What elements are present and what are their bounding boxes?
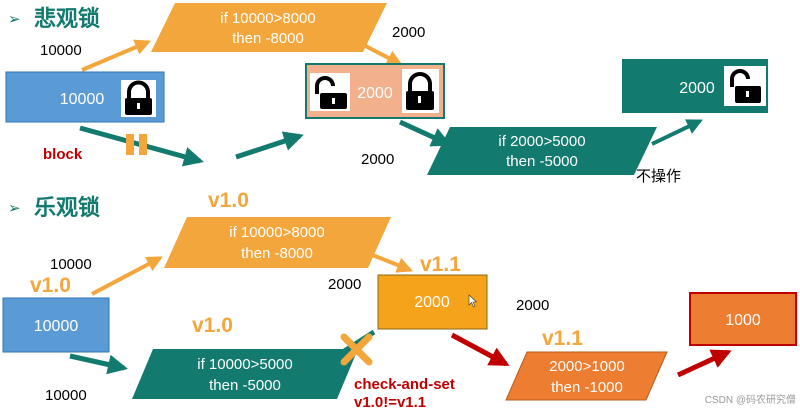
optimistic-box3	[689, 292, 797, 346]
unlocked-padlock-icon	[310, 73, 350, 111]
pessimistic-after-step1-label: 2000	[392, 24, 425, 41]
optimistic-mid-version: v1.0	[192, 314, 233, 337]
cross-icon	[340, 333, 373, 366]
arrow-to-step2	[398, 119, 452, 147]
pessimistic-step1-line1: if 10000>8000	[220, 10, 316, 27]
optimistic-box3-value: 1000	[725, 312, 761, 329]
arrow-to-box3	[651, 119, 703, 146]
optimistic-title: 乐观锁	[34, 195, 100, 221]
arrow-to-box3	[676, 349, 732, 378]
arrow-from-step1	[369, 252, 413, 273]
locked-padlock-icon	[121, 80, 156, 117]
arrow-to-step2	[69, 353, 128, 375]
mouse-cursor-icon	[468, 294, 478, 308]
optimistic-box2-version: v1.1	[420, 253, 461, 276]
arrow-to-step1	[91, 256, 163, 296]
locked-padlock-icon	[402, 69, 439, 113]
optimistic-step2-in-label: 10000	[45, 387, 87, 404]
optimistic-after-step1-label: 2000	[328, 276, 361, 293]
cas-line2: v1.0!=v1.1	[354, 394, 426, 409]
optimistic-box2-value: 2000	[414, 294, 450, 311]
pessimistic-start-value: 10000	[40, 42, 82, 59]
optimistic-step1-parallelogram	[164, 217, 391, 268]
pessimistic-box2-value: 2000	[357, 85, 393, 102]
pessimistic-step1-line2: then -8000	[232, 30, 304, 47]
block-label: block	[43, 146, 83, 163]
optimistic-step1-line1: if 10000>8000	[229, 224, 325, 241]
bullet-arrow-icon: ➢	[8, 200, 21, 217]
pessimistic-step2-line2: then -5000	[506, 153, 578, 170]
pessimistic-step2-line1: if 2000>5000	[498, 133, 585, 150]
optimistic-start-version: v1.0	[30, 274, 71, 297]
pessimistic-step2-in-label: 2000	[361, 151, 394, 168]
optimistic-step2-line2: then -5000	[209, 377, 281, 394]
optimistic-step2-parallelogram	[132, 349, 358, 399]
bullet-arrow-icon: ➢	[8, 11, 21, 28]
optimistic-start-value: 10000	[50, 256, 92, 273]
arrow-to-step3	[450, 332, 510, 367]
pessimistic-box3-value: 2000	[679, 80, 715, 97]
optimistic-step2-line1: if 10000>5000	[197, 356, 293, 373]
optimistic-step3-version: v1.1	[542, 327, 583, 350]
optimistic-step3-parallelogram	[505, 351, 668, 401]
arrow-from-step1	[357, 40, 403, 66]
watermark: CSDN @码农研究僧	[705, 393, 796, 406]
pessimistic-title: 悲观锁	[34, 6, 100, 32]
pessimistic-step1-parallelogram	[151, 3, 387, 52]
optimistic-box1-value: 10000	[34, 318, 79, 335]
no-op-label: 不操作	[636, 168, 681, 185]
pessimistic-section: ➢ 悲观锁 if 10000>8000 then -8000 10000 200…	[5, 3, 768, 185]
optimistic-step1-version: v1.0	[208, 189, 249, 212]
arrow-to-box2	[235, 131, 304, 160]
pessimistic-box1-value: 10000	[60, 91, 105, 108]
optimistic-box1	[2, 297, 110, 353]
optimistic-step3-line1: 2000>1000	[549, 358, 625, 375]
optimistic-section: ➢ 乐观锁 v1.0 if 10000>8000 then -8000 1000…	[2, 189, 797, 409]
arrow-to-step1	[81, 39, 151, 72]
optimistic-step3-line2: then -1000	[551, 379, 623, 396]
unlocked-padlock-icon	[724, 66, 766, 106]
cas-line1: check-and-set	[354, 376, 455, 393]
pause-icon	[126, 134, 147, 155]
optimistic-right-label: 2000	[516, 297, 549, 314]
optimistic-step1-line2: then -8000	[241, 245, 313, 262]
pessimistic-step2-parallelogram	[427, 127, 657, 175]
